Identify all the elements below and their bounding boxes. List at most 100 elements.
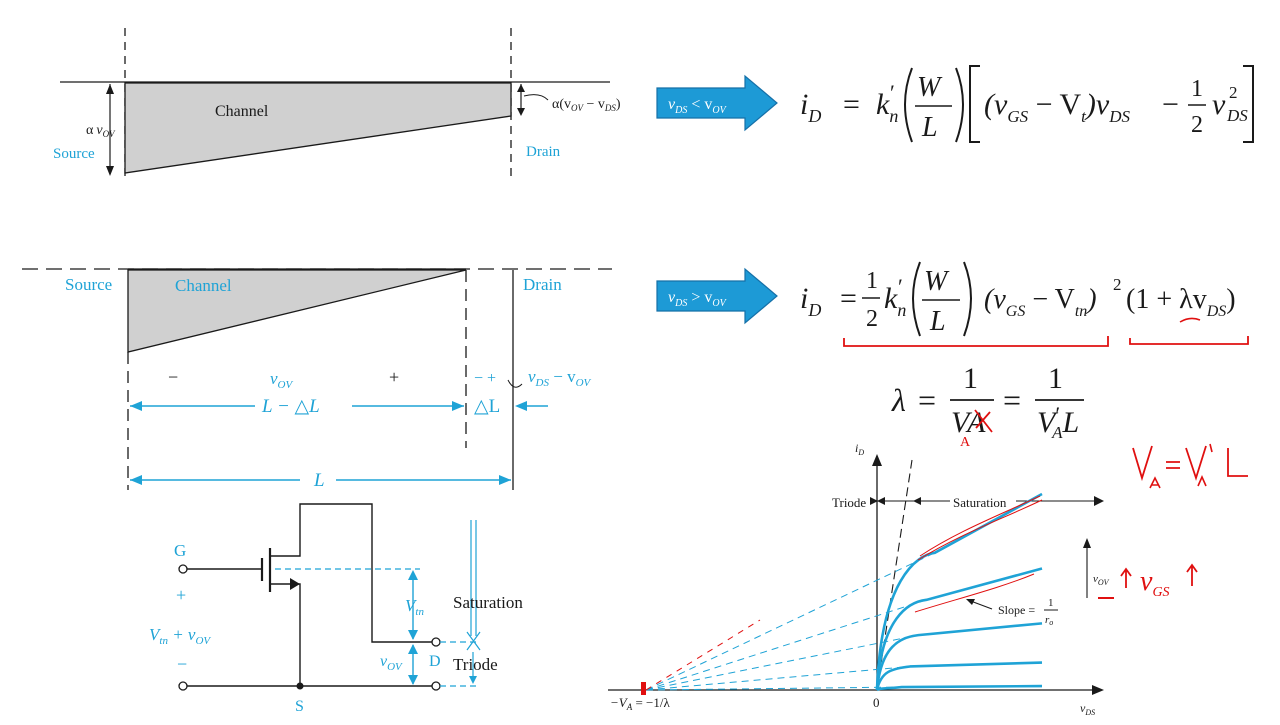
source-S-label: S	[295, 698, 304, 715]
triode-label: Triode	[453, 655, 498, 674]
lambda-den2: V′AL	[1037, 402, 1079, 442]
pen-strike-A	[974, 409, 993, 433]
eq1-iD: iD	[800, 88, 821, 126]
drain-wire	[270, 503, 432, 643]
pen-lambda-mark	[1179, 317, 1201, 323]
vtn-dim-head-up	[408, 570, 418, 580]
mid-L-dL-head-left	[130, 401, 142, 411]
origin-label: 0	[873, 695, 880, 710]
minus-label: −	[177, 654, 187, 674]
vov-dim-head-down	[408, 675, 418, 685]
x-axis-arrowhead	[1092, 685, 1104, 695]
iv-characteristic-chart: iD vDS 0 −VA = −1/λ Triode Saturation vO…	[608, 441, 1110, 717]
eq1-half-num: 1	[1191, 76, 1203, 102]
mid-dL-head	[515, 401, 527, 411]
arrow-shape-top	[656, 74, 778, 132]
saturation-region-label: Saturation	[953, 495, 1007, 510]
eq1-half-den: 2	[1191, 112, 1203, 138]
triode-region-label: Triode	[832, 495, 866, 510]
pen-trace-curve1b	[917, 499, 1043, 561]
drain-D-label: D	[429, 653, 441, 670]
saturation-label-bg	[950, 493, 1016, 509]
eq1-vds2-sub: DS	[1226, 106, 1248, 125]
pen-extrapolation-trace	[645, 619, 761, 691]
mid-L-label: L	[313, 470, 325, 491]
arrow-shape-bottom	[656, 267, 778, 325]
triode-saturation-boundary	[876, 459, 913, 691]
pen-vgs-up-arrow	[1186, 563, 1198, 586]
pen-trace-curve1	[919, 495, 1041, 557]
eq1-prime: ′	[890, 80, 895, 105]
top-drain-label: Drain	[526, 144, 561, 160]
eq1-paren-right	[955, 67, 964, 143]
pen-VA2-L	[1227, 448, 1248, 477]
handwritten-notes: vGS	[1098, 443, 1248, 600]
vtn-dim-head-down	[408, 630, 418, 640]
mid-vds-vov-label: vDS − vOV	[528, 367, 592, 389]
pen-underbrace-left	[843, 336, 1109, 347]
vgs-expression: Vtn + vOV	[149, 625, 211, 647]
eq1-equals: =	[843, 88, 860, 121]
mid-channel-diagram: Source Channel Drain − vOV + − + vDS − v…	[22, 268, 612, 491]
slope-den: ro	[1045, 614, 1053, 627]
vtn-right-label: Vtn	[405, 596, 424, 618]
iv-curve-2	[875, 567, 1043, 691]
mid-L-dL-head-right	[452, 401, 464, 411]
mid-L-head-left	[130, 475, 142, 485]
eq2-clm-term: (1 + λvDS)	[1126, 284, 1236, 320]
eq2-L: L	[929, 306, 946, 337]
triode-arrowhead-right	[870, 497, 878, 505]
boundary-cross	[466, 631, 481, 651]
vov-dim-head-up	[408, 644, 418, 654]
eq1-W: W	[917, 72, 943, 103]
eq2-equals: =	[840, 282, 857, 315]
pen-hand-A: A	[960, 435, 971, 450]
sat-arrowhead-right	[1094, 496, 1104, 506]
top-alpha-arrowhead-down	[106, 166, 114, 176]
early-extrapolation-3	[645, 634, 919, 691]
eq1-k: kn	[876, 88, 898, 126]
eq2-prime: ′	[898, 274, 903, 299]
pen-VA2-prime	[1209, 443, 1213, 453]
early-extrapolation-4	[645, 665, 911, 691]
y-axis-arrowhead	[872, 454, 882, 466]
eq1-paren-left	[904, 67, 913, 143]
eq2-W: W	[924, 266, 950, 297]
lambda-equation: λ = 1 VA = 1 V′AL A	[891, 362, 1084, 450]
source-right-terminal	[431, 681, 441, 691]
triode-arrowhead-left	[877, 497, 885, 505]
mid-drain-label: Drain	[523, 275, 562, 294]
eq1-L: L	[921, 112, 938, 143]
mid-L-head-right	[499, 475, 511, 485]
slope-label: Slope =	[998, 603, 1035, 617]
eq1-vds2-sup: 2	[1229, 83, 1238, 102]
eq2-half-num: 1	[866, 268, 878, 294]
eq1-vgs-term: (vGS − Vt)vDS	[984, 88, 1130, 126]
lambda-num2: 1	[1048, 362, 1063, 395]
slope-leader-head	[966, 599, 975, 605]
source-wire	[270, 583, 301, 686]
mosfet-circuit: G + Vtn + vOV − S D Vtn vOV Saturation T…	[149, 503, 523, 715]
slope-num: 1	[1048, 597, 1054, 609]
pen-VA-A	[1149, 476, 1161, 489]
pen-VA2-V	[1185, 445, 1207, 481]
pen-VA-equals	[1166, 461, 1180, 469]
top-drain-arrowhead-up	[517, 84, 525, 92]
top-channel-label: Channel	[215, 103, 269, 120]
eq2-square: 2	[1113, 275, 1122, 294]
vov-increase-label: vOV	[1093, 573, 1110, 587]
top-drain-leader	[523, 94, 549, 101]
pen-trace-curve2	[914, 573, 1035, 613]
eq2-half-den: 2	[866, 306, 878, 332]
iv-curves-group	[645, 492, 1043, 692]
mid-L-dL-label: L − △L	[261, 396, 320, 417]
mid-channel-shape	[127, 269, 467, 353]
source-left-terminal	[178, 681, 188, 691]
source-arrow	[290, 578, 300, 590]
top-channel-shape	[124, 82, 512, 174]
lambda-eq2: =	[1003, 382, 1021, 418]
arrow-top-label: vDS < vOV	[668, 96, 728, 116]
iv-curve-1	[875, 492, 1043, 691]
